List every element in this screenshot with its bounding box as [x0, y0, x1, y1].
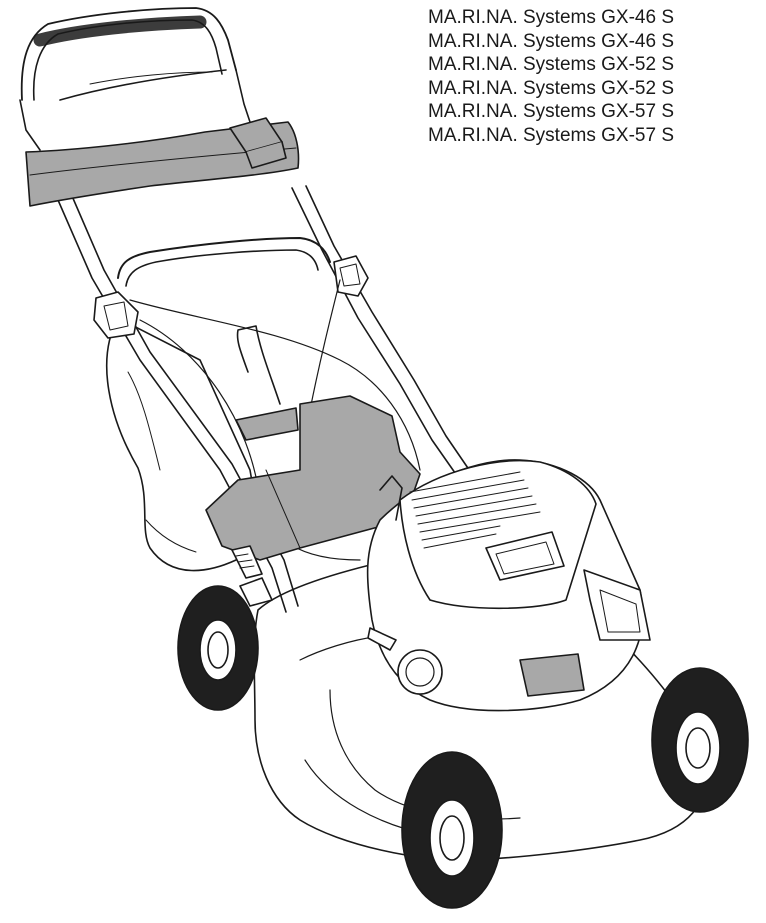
engine-cooling-fins	[409, 471, 541, 549]
model-line: MA.RI.NA. Systems GX-52 S	[428, 54, 674, 76]
handle-inner-loop	[117, 237, 331, 287]
handle-top	[19, 7, 251, 151]
wheel-front-right	[651, 667, 749, 813]
height-adjust-lever	[231, 545, 263, 579]
model-list: MA.RI.NA. Systems GX-46 S MA.RI.NA. Syst…	[428, 6, 674, 148]
bag-frame	[205, 325, 421, 561]
model-line: MA.RI.NA. Systems GX-57 S	[428, 124, 674, 146]
model-line: MA.RI.NA. Systems GX-52 S	[428, 77, 674, 99]
control-bar	[25, 117, 300, 207]
model-line: MA.RI.NA. Systems GX-46 S	[428, 30, 674, 52]
model-line: MA.RI.NA. Systems GX-46 S	[428, 7, 674, 28]
side-levers	[93, 255, 369, 339]
wheel-front-left	[401, 751, 503, 909]
wheel-rear-left	[177, 577, 273, 711]
model-line: MA.RI.NA. Systems GX-57 S	[428, 101, 674, 123]
engine	[366, 459, 651, 712]
handle-lower-frame	[57, 185, 473, 613]
